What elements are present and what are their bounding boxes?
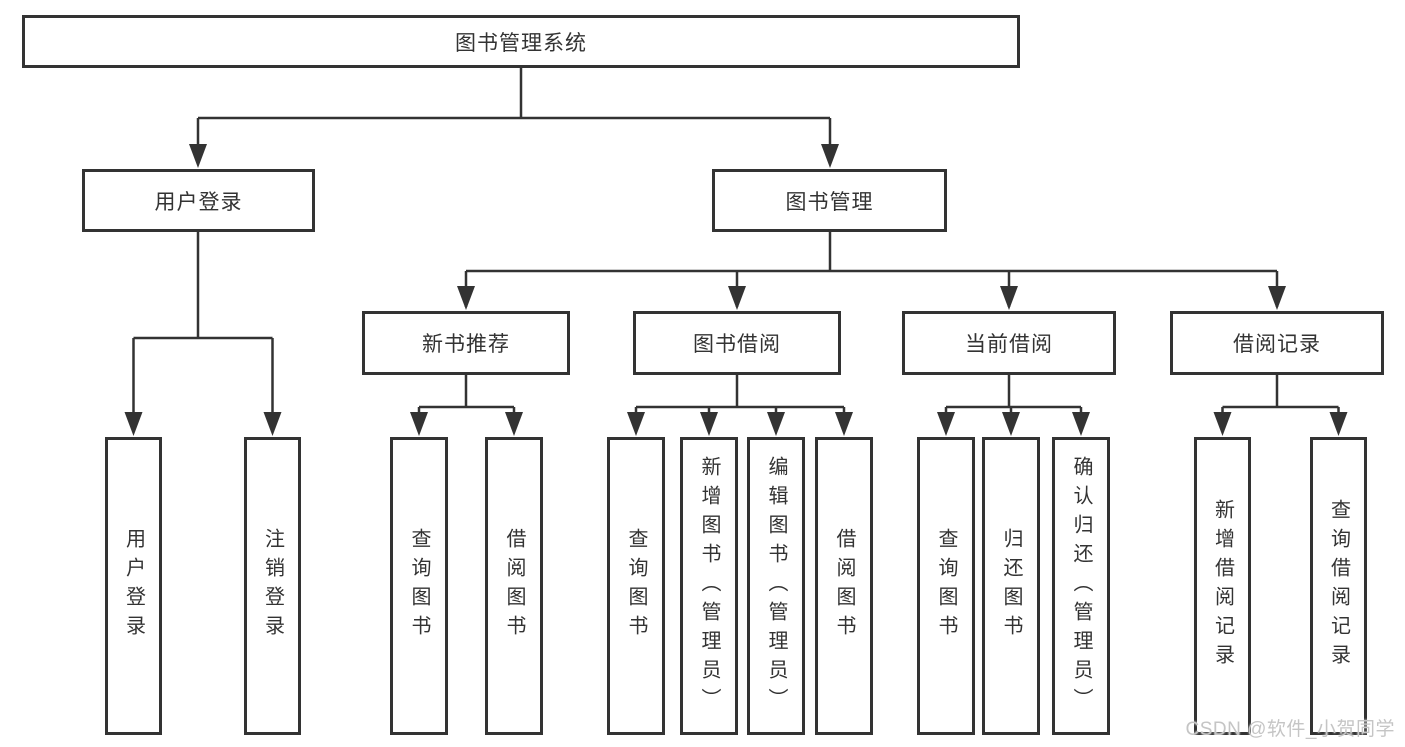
leaf-label: 新增图书（管理员） [698, 455, 720, 717]
arrow-down-icon [505, 412, 523, 436]
leaf-query-borrow-record: 查询借阅记录 [1310, 437, 1367, 735]
connector-root-to-level2 [196, 68, 832, 164]
arrow-down-icon [124, 412, 143, 436]
leaf-label: 查询图书 [408, 528, 430, 644]
connector-borrow-records-branch [1221, 375, 1340, 432]
leaf-label: 借阅图书 [503, 528, 525, 644]
node-label: 借阅记录 [1233, 333, 1321, 356]
node-book-management: 图书管理 [712, 169, 947, 232]
node-label: 图书管理系统 [455, 31, 587, 55]
node-label: 当前借阅 [965, 333, 1053, 356]
arrow-down-icon [189, 144, 207, 168]
connector-book-borrow-branch [634, 375, 846, 432]
leaf-label: 借阅图书 [833, 528, 855, 644]
leaf-return-book: 归还图书 [982, 437, 1040, 735]
leaf-label: 用户登录 [122, 528, 145, 644]
arrow-down-icon [1072, 412, 1090, 436]
leaf-query-books-borrow: 查询图书 [607, 437, 665, 735]
arrow-down-icon [1000, 286, 1018, 310]
leaf-borrow-books-recommend: 借阅图书 [485, 437, 543, 735]
leaf-query-books-current: 查询图书 [917, 437, 975, 735]
connector-book-management-branch [464, 232, 1279, 307]
leaf-edit-book-admin: 编辑图书（管理员） [747, 437, 805, 735]
leaf-label: 查询图书 [625, 528, 647, 644]
node-label: 用户登录 [154, 190, 243, 214]
arrow-down-icon [1329, 412, 1348, 436]
node-new-book-recommend: 新书推荐 [362, 311, 570, 375]
leaf-add-book-admin: 新增图书（管理员） [680, 437, 738, 735]
leaf-borrow-books: 借阅图书 [815, 437, 873, 735]
arrow-down-icon [1002, 412, 1020, 436]
arrow-down-icon [627, 412, 645, 436]
node-label: 图书借阅 [693, 333, 781, 356]
arrow-down-icon [835, 412, 853, 436]
connector-user-login-branch [132, 232, 274, 432]
leaf-confirm-return-admin: 确认归还（管理员） [1052, 437, 1110, 735]
arrow-down-icon [728, 286, 746, 310]
node-current-borrow: 当前借阅 [902, 311, 1116, 375]
leaf-label: 查询图书 [935, 528, 957, 644]
arrow-down-icon [821, 144, 839, 168]
arrow-down-icon [263, 412, 282, 436]
arrow-down-icon [1268, 286, 1286, 310]
leaf-add-borrow-record: 新增借阅记录 [1194, 437, 1251, 735]
connector-new-book-branch [417, 375, 516, 432]
leaf-query-books-recommend: 查询图书 [390, 437, 448, 735]
arrow-down-icon [767, 412, 785, 436]
arrow-down-icon [410, 412, 428, 436]
node-label: 图书管理 [785, 190, 874, 214]
arrow-down-icon [937, 412, 955, 436]
node-book-borrow: 图书借阅 [633, 311, 841, 375]
node-borrow-records: 借阅记录 [1170, 311, 1384, 375]
node-label: 新书推荐 [422, 333, 510, 356]
leaf-label: 注销登录 [261, 528, 284, 644]
arrow-down-icon [700, 412, 718, 436]
arrow-down-icon [457, 286, 475, 310]
leaf-label: 查询借阅记录 [1327, 499, 1350, 673]
node-library-system: 图书管理系统 [22, 15, 1020, 68]
node-user-login: 用户登录 [82, 169, 315, 232]
arrow-down-icon [1213, 412, 1232, 436]
leaf-logout: 注销登录 [244, 437, 301, 735]
leaf-label: 新增借阅记录 [1211, 499, 1234, 673]
leaf-label: 确认归还（管理员） [1070, 455, 1092, 717]
leaf-label: 编辑图书（管理员） [765, 455, 787, 717]
leaf-user-login: 用户登录 [105, 437, 162, 735]
leaf-label: 归还图书 [1000, 528, 1022, 644]
